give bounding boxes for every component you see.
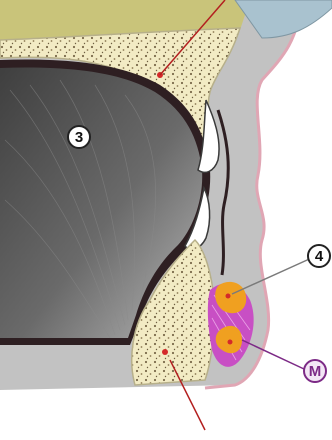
mandible-marrow-dot bbox=[162, 349, 168, 355]
muscle-letter-badge: M bbox=[303, 359, 327, 383]
mandible-number-badge: 3 bbox=[67, 125, 91, 149]
fat-pad-number-badge: 4 bbox=[307, 244, 331, 268]
fat-pad-dot bbox=[226, 294, 231, 299]
fat-pad-dot bbox=[228, 340, 233, 345]
